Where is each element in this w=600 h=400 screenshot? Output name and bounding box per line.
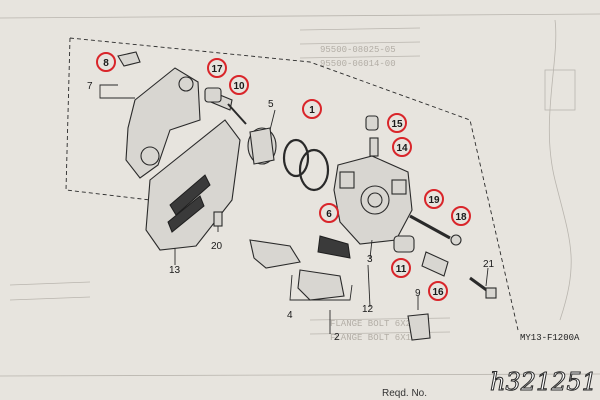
circled-label-19: 19	[424, 189, 444, 209]
svg-text:FLANGE BOLT 6X25: FLANGE BOLT 6X25	[330, 319, 416, 329]
circled-label-1: 1	[302, 99, 322, 119]
svg-text:15: 15	[391, 119, 403, 130]
caliper-bracket	[117, 51, 201, 179]
circled-label-16: 16	[428, 281, 448, 301]
label-4: 4	[287, 310, 293, 321]
label-13: 13	[169, 265, 181, 276]
label-5: 5	[268, 99, 274, 110]
leader-lines	[99, 84, 489, 334]
dashed-assembly-outline	[69, 37, 519, 331]
svg-text:11: 11	[396, 264, 407, 275]
brake-pads	[249, 235, 351, 301]
label-12: 12	[362, 304, 374, 315]
svg-text:FLANGE BOLT 6X16: FLANGE BOLT 6X16	[330, 333, 416, 343]
pad-retainer	[213, 211, 431, 341]
svg-text:6: 6	[326, 209, 332, 220]
label-7: 7	[87, 81, 93, 92]
svg-text:18: 18	[455, 212, 467, 223]
footer-text: Reqd. No.	[382, 388, 427, 399]
watermark: h321251	[490, 368, 597, 396]
svg-text:10: 10	[233, 81, 245, 92]
dashed-assembly-outline-left	[65, 37, 151, 201]
circled-labels: 8 17 10 1 15 14 6 19	[96, 52, 471, 301]
label-9: 9	[415, 288, 421, 299]
plain-labels: 7 5 13 20 3 4 12 2 9 21	[87, 81, 495, 343]
circled-label-14: 14	[392, 137, 412, 157]
label-2: 2	[334, 332, 340, 343]
page-bleed-through: 95500-08025-05 95500-06014-00 FLANGE BOL…	[0, 13, 600, 343]
bleeder-valve	[365, 115, 379, 157]
svg-text:14: 14	[396, 143, 408, 154]
svg-text:17: 17	[211, 64, 223, 75]
footer-rule	[0, 373, 600, 377]
pins-and-sleeves	[204, 87, 497, 299]
circled-label-10: 10	[229, 75, 249, 95]
figure-code: MY13-F1200A	[520, 333, 580, 343]
svg-text:8: 8	[103, 58, 109, 69]
circled-label-15: 15	[387, 113, 407, 133]
piston-and-seals	[247, 127, 330, 192]
svg-text:95500-06014-00: 95500-06014-00	[320, 59, 396, 69]
circled-label-8: 8	[96, 52, 116, 72]
circled-label-17: 17	[207, 58, 227, 78]
svg-text:1: 1	[309, 105, 315, 116]
label-20: 20	[211, 241, 223, 252]
svg-text:19: 19	[428, 195, 440, 206]
caliper-body	[333, 155, 413, 245]
circled-label-6: 6	[319, 203, 339, 223]
circled-label-11: 11	[391, 258, 411, 278]
svg-text:16: 16	[432, 287, 444, 298]
circled-label-18: 18	[451, 206, 471, 226]
label-3: 3	[367, 254, 373, 265]
label-21: 21	[483, 259, 495, 270]
svg-text:95500-08025-05: 95500-08025-05	[320, 45, 396, 55]
